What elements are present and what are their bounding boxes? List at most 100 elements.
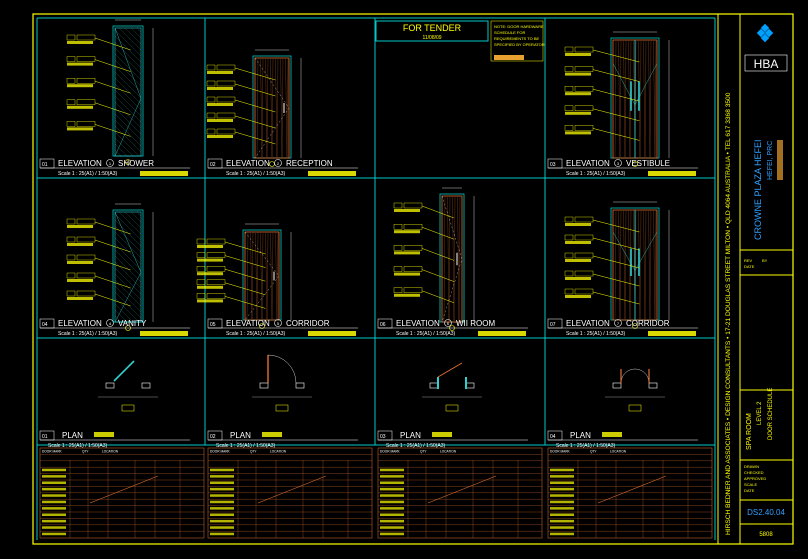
marker-number: 3	[617, 161, 620, 166]
grain-line	[457, 196, 460, 322]
hatch-line	[114, 77, 142, 105]
hatch-line	[114, 89, 142, 117]
callout-tag	[564, 270, 574, 277]
table-cell-text	[550, 500, 574, 504]
leader-line	[234, 67, 276, 81]
table-cell-text	[380, 513, 404, 516]
leader-line	[592, 88, 640, 102]
table-header: LOCATION	[610, 450, 627, 454]
swing-line	[612, 63, 658, 106]
door-plan	[422, 362, 482, 412]
door-elevation	[196, 223, 292, 329]
refer-note	[89, 475, 159, 504]
project-name: CROWNE PLAZA HEFEI	[753, 139, 763, 240]
table-header: LOCATION	[270, 450, 287, 454]
table-cell-text	[210, 487, 234, 491]
door-plan	[252, 354, 312, 412]
hatch-line	[136, 211, 142, 217]
hatch-line	[114, 315, 122, 323]
table-cell-text	[210, 500, 234, 504]
leader-line	[94, 257, 131, 271]
title-number: 05	[210, 322, 216, 328]
callout-note	[565, 295, 591, 298]
marker-circle	[614, 159, 622, 167]
hatch-line	[114, 249, 142, 277]
room-name: RECEPTION	[286, 159, 333, 168]
callout-tag	[196, 266, 206, 272]
callout-tag	[206, 266, 226, 272]
section-marker	[632, 161, 638, 167]
chinese-label	[308, 331, 356, 336]
chinese-label	[140, 171, 188, 176]
grain-line	[443, 196, 446, 322]
scale-label: Scale 1 : 25(A1) / 1:50(A3)	[58, 171, 118, 177]
callout-note	[67, 62, 93, 66]
plan-text: PLAN	[570, 431, 591, 440]
callout-tag	[574, 105, 594, 112]
svg-text:APPROVED: APPROVED	[744, 476, 766, 481]
callout-tag	[206, 252, 226, 258]
grain-line	[649, 210, 652, 320]
callout-tag	[564, 216, 574, 223]
grain-line	[251, 232, 254, 320]
callout-tag	[564, 125, 574, 131]
note-line: SCHEDULE FOR	[494, 30, 525, 35]
chinese-label	[432, 432, 452, 437]
callout-note	[565, 53, 591, 56]
callout-tag	[66, 34, 76, 41]
wall-jamb	[295, 382, 305, 389]
svg-text:CHECKED: CHECKED	[744, 470, 764, 475]
callout-tag	[66, 121, 76, 127]
table-cell-text	[210, 526, 234, 529]
title-text: ELEVATION	[566, 319, 610, 328]
note-box	[490, 20, 544, 62]
svg-text:REV: REV	[744, 258, 753, 263]
marker-number: 2	[277, 161, 280, 166]
callout-tag	[66, 56, 76, 62]
callout-tag	[564, 46, 574, 53]
table-header: DOOR MARK	[42, 450, 63, 454]
refer-note	[427, 475, 497, 504]
table-cell-text	[550, 519, 574, 523]
table-cell-text	[210, 519, 234, 523]
grain-line	[639, 40, 642, 158]
hatch-line	[114, 65, 142, 93]
table-cell-text	[380, 500, 404, 504]
leader-line	[421, 248, 455, 261]
callout-tag	[76, 77, 96, 84]
callout-tag	[564, 66, 574, 72]
grain-line	[618, 210, 621, 320]
swing-arc	[634, 368, 650, 384]
sheet-number: 5808	[759, 532, 773, 538]
leader-line	[224, 241, 266, 255]
callout-tag	[66, 99, 76, 106]
grain-line	[260, 232, 263, 320]
grain-line	[624, 210, 627, 320]
door-elevation	[206, 49, 302, 167]
hatch-line	[130, 211, 142, 223]
plan-number: 02	[210, 434, 216, 440]
firm-strip: HIRSCH BEDNER AND ASSOCIATES • DESIGN CO…	[725, 92, 732, 535]
leader-line	[234, 115, 276, 129]
callout-tag	[66, 218, 76, 225]
hatch-line	[114, 59, 142, 87]
plan-text: PLAN	[400, 431, 421, 440]
refer-note	[257, 475, 327, 504]
grain-line	[639, 210, 642, 320]
callout-note	[565, 259, 591, 262]
callout-note	[67, 243, 93, 246]
callout-tag	[206, 293, 226, 299]
callout-tag	[216, 80, 236, 87]
table-header: DOOR MARK	[210, 450, 231, 454]
leader-line	[234, 131, 276, 145]
callout-tag	[393, 287, 403, 293]
callout-note	[67, 297, 93, 300]
hatch-line	[114, 303, 134, 323]
panel-grid	[36, 17, 716, 540]
hatch-line	[114, 107, 142, 135]
wall-jamb	[141, 382, 151, 389]
plan-scale: Scale 1 : 25(A1) / 1:50(A3)	[556, 443, 616, 449]
